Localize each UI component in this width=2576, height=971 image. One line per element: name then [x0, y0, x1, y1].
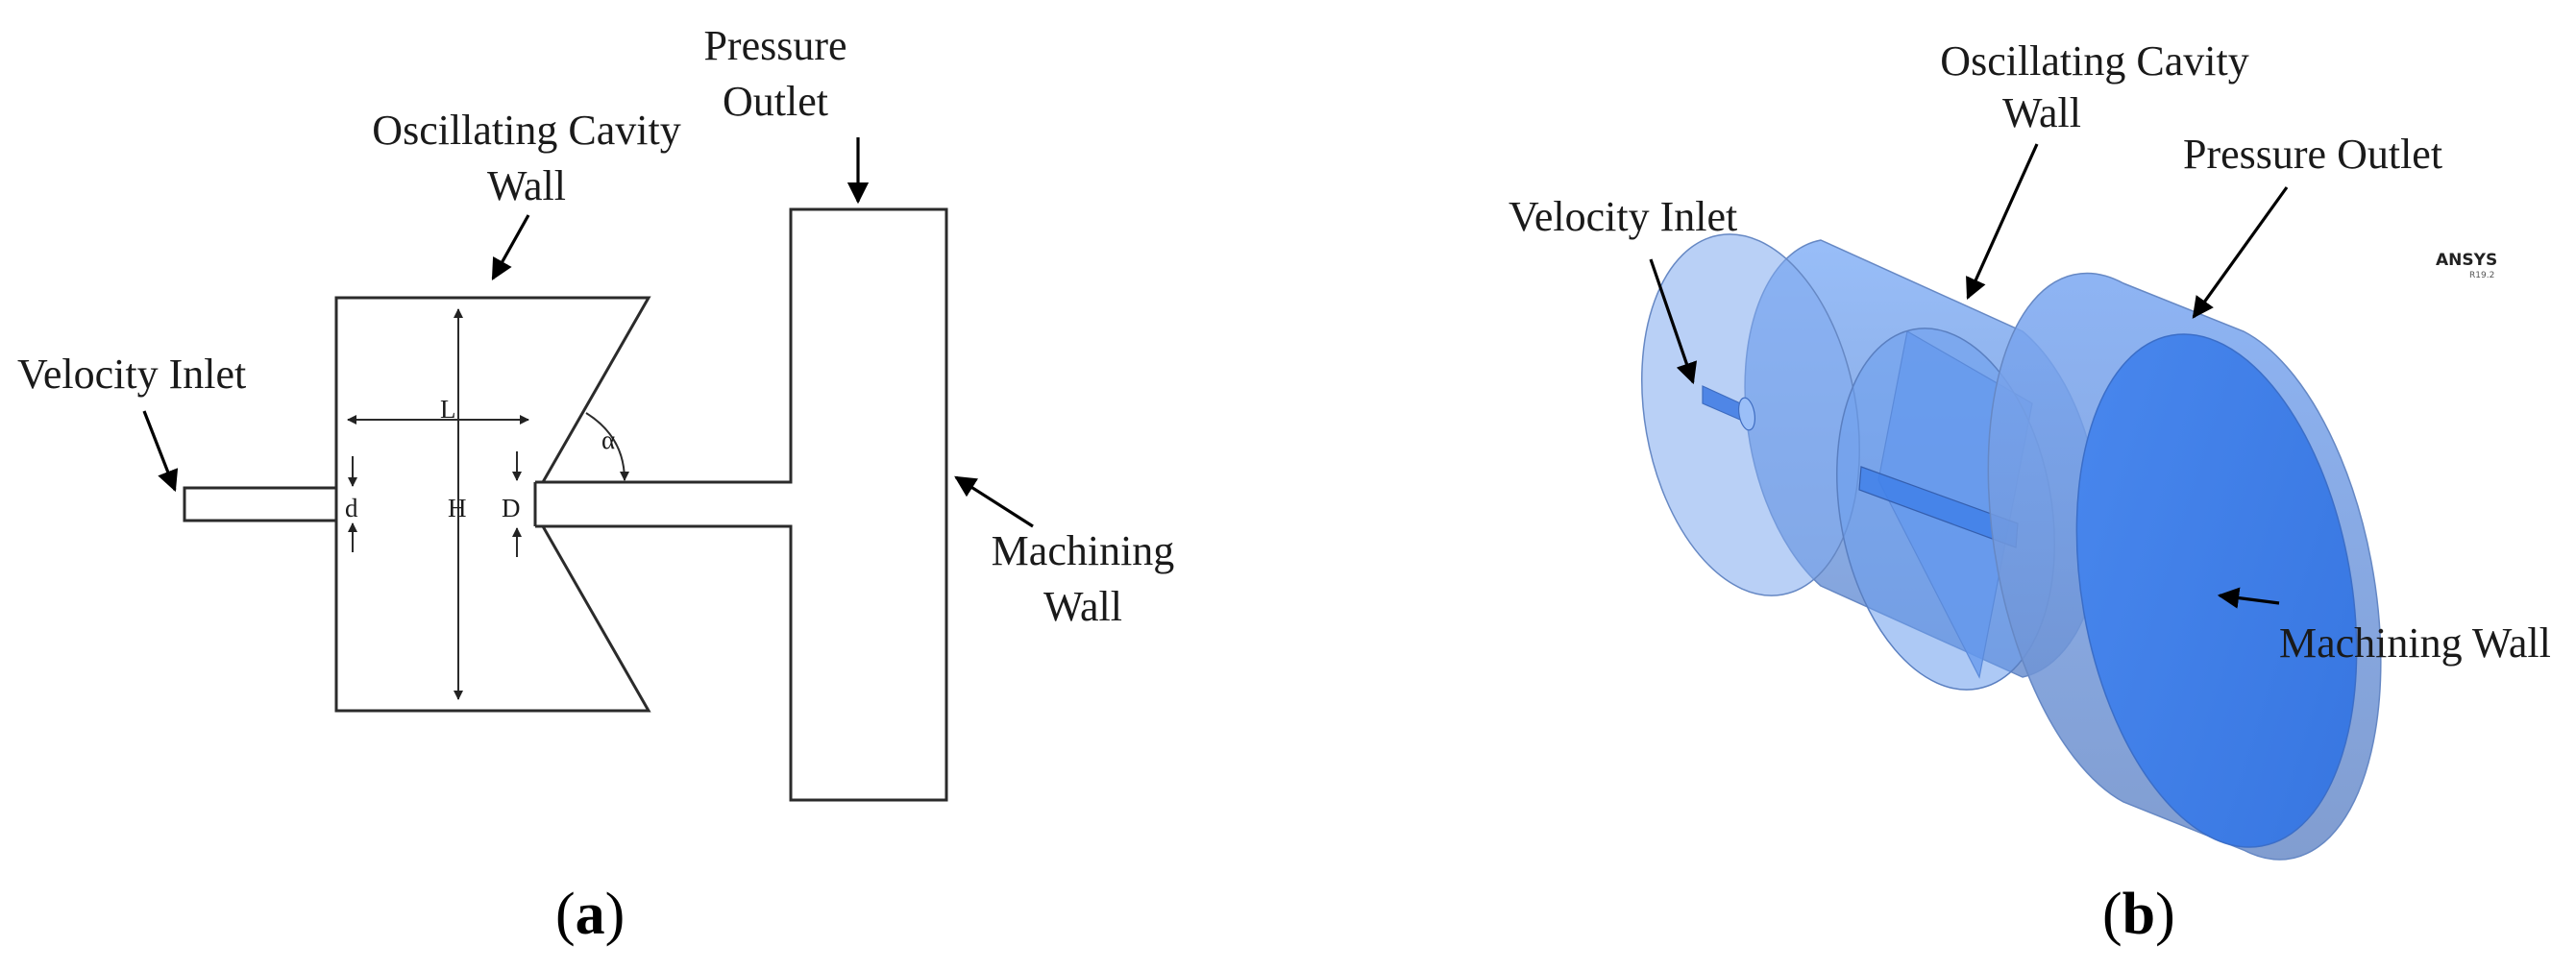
caption-a: (a) [555, 882, 625, 947]
inlet-tube-opening [1737, 397, 1756, 431]
arrow-b-pressure-outlet [2192, 186, 2289, 319]
arrow-cavity-wall [491, 214, 530, 280]
arrow-machining-wall [954, 475, 1034, 528]
ansys-version: R19.2 [2469, 271, 2494, 280]
arrow-b-machining-wall [2217, 587, 2280, 609]
label-machining-wall-line1: Machining [992, 527, 1175, 574]
label-b-cavity-wall-line1: Oscillating Cavity [1940, 37, 2248, 85]
dim-H-label: H [448, 494, 467, 522]
machining-wall-face [2075, 333, 2358, 848]
label-machining-wall-line2: Wall [1043, 583, 1122, 630]
label-b-pressure-outlet: Pressure Outlet [2183, 131, 2442, 178]
ansys-logo: ANSYS [2436, 251, 2497, 270]
domain-outline [183, 207, 948, 802]
arrow-velocity-inlet [142, 410, 179, 493]
dim-alpha-arc [585, 412, 629, 481]
label-cavity-wall-line1: Oscillating Cavity [372, 107, 680, 154]
arrow-b-velocity-inlet [1649, 258, 1698, 385]
label-b-velocity-inlet: Velocity Inlet [1509, 193, 1737, 240]
label-b-cavity-wall-line2: Wall [2002, 89, 2081, 136]
dim-L-label: L [440, 395, 456, 424]
label-pressure-outlet-line2: Outlet [723, 78, 828, 125]
panel-b-3d-render: Oscillating Cavity Wall Pressure Outlet … [1509, 37, 2551, 947]
label-cavity-wall-line2: Wall [487, 162, 566, 209]
dim-D-label: D [502, 494, 521, 522]
label-pressure-outlet-line1: Pressure [703, 22, 846, 69]
dim-d-label: d [345, 494, 358, 522]
arrow-b-cavity-wall [1966, 143, 2039, 301]
label-velocity-inlet: Velocity Inlet [17, 351, 246, 398]
label-b-machining-wall: Machining Wall [2279, 619, 2551, 667]
caption-b: (b) [2102, 882, 2175, 947]
panel-a-schematic: L H d D α Pressure Outlet Oscillating Ca… [17, 22, 1174, 947]
dim-alpha-label: α [601, 425, 615, 454]
